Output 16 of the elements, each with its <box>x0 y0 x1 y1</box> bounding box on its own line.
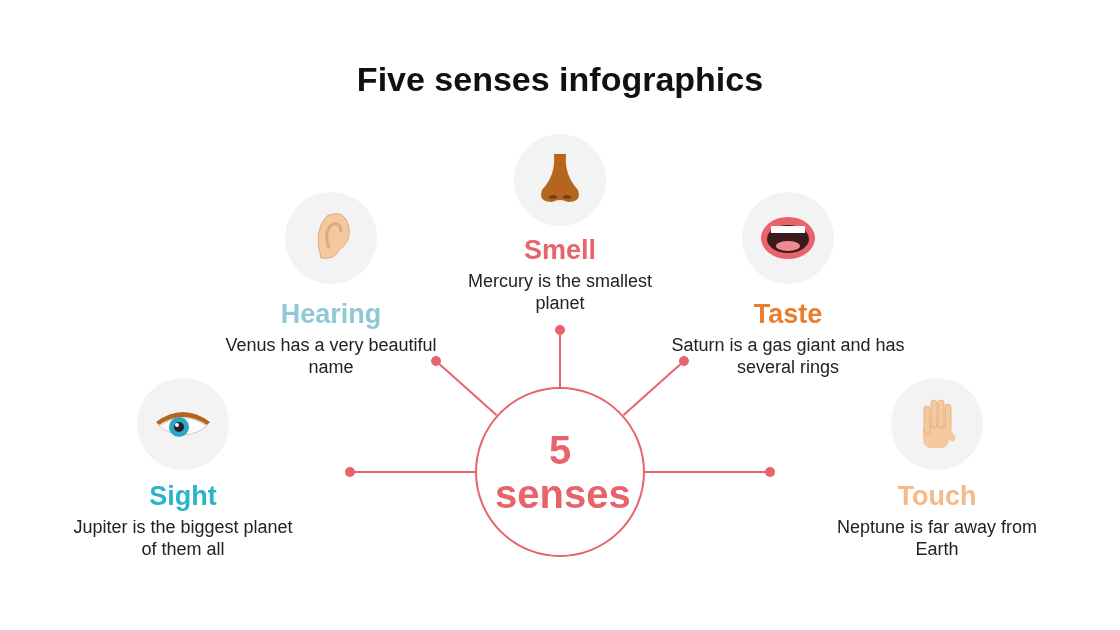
connector-line <box>644 467 775 477</box>
sense-heading: Smell <box>522 234 597 266</box>
connector-line <box>555 325 565 388</box>
connector-line <box>622 356 689 417</box>
connector-line <box>431 356 498 417</box>
sense-description: Jupiter is the biggest planet of them all <box>73 516 293 560</box>
sense-description: Venus has a very beautiful name <box>224 334 438 378</box>
sense-description: Saturn is a gas giant and has several rings <box>670 334 906 378</box>
sense-heading: Hearing <box>279 298 383 330</box>
sense-heading: Taste <box>752 298 824 330</box>
sense-heading: Touch <box>896 480 978 512</box>
sense-description: Neptune is far away from Earth <box>835 516 1039 560</box>
sense-description: Mercury is the smallest planet <box>466 270 653 314</box>
sense-heading: Sight <box>148 480 218 512</box>
connector-line <box>345 467 476 477</box>
title: Five senses infographics <box>355 60 765 99</box>
